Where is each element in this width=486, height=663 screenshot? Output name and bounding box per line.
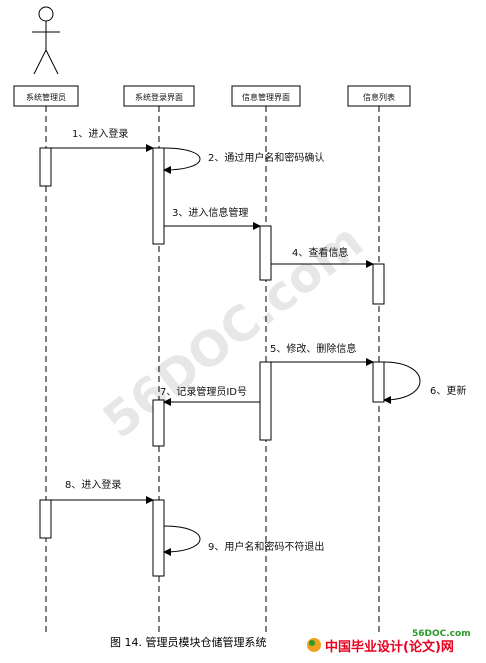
participant-login-label: 系统登录界面 (135, 92, 183, 102)
activation-list-1 (372, 263, 385, 305)
brand-domain-text: 56DOC.com (412, 629, 471, 639)
message-3-label: 3、进入信息管理 (172, 206, 248, 219)
message-6-label: 6、更新 (430, 384, 466, 397)
participant-login: 系统登录界面 (123, 85, 195, 107)
participant-info-ui: 信息管理界面 (231, 85, 301, 107)
brand-logo-icon (307, 638, 321, 652)
message-2-arrow (163, 147, 201, 174)
activation-login-2 (152, 399, 165, 447)
message-4-label: 4、查看信息 (292, 246, 348, 259)
activation-login-3 (152, 499, 165, 577)
participant-list-label: 信息列表 (363, 92, 395, 102)
activation-info-ui-2 (259, 361, 272, 441)
message-1-label: 1、进入登录 (72, 127, 128, 140)
actor-icon (32, 6, 60, 75)
message-8-label: 8、进入登录 (65, 478, 121, 491)
participant-admin-label: 系统管理员 (26, 92, 66, 102)
participant-info-ui-label: 信息管理界面 (242, 92, 290, 102)
message-9-arrow (163, 525, 201, 556)
participant-admin: 系统管理员 (13, 85, 79, 107)
brand-name-text: 中国毕业设计(论文)网 (325, 639, 454, 655)
activation-list-2 (372, 361, 385, 403)
message-9-label: 9、用户名和密码不符退出 (208, 540, 324, 553)
message-7-label: 7、记录管理员ID号 (160, 385, 247, 398)
activation-admin-1 (39, 147, 52, 187)
participant-list: 信息列表 (347, 85, 411, 107)
activation-admin-2 (39, 499, 52, 539)
message-5-label: 5、修改、删除信息 (270, 342, 356, 355)
message-2-label: 2、通过用户名和密码确认 (208, 151, 324, 164)
activation-info-ui-1 (259, 225, 272, 281)
activation-login-1 (152, 147, 165, 245)
figure-caption: 图 14. 管理员模块仓储管理系统 (110, 635, 267, 649)
message-6-arrow (383, 361, 421, 404)
